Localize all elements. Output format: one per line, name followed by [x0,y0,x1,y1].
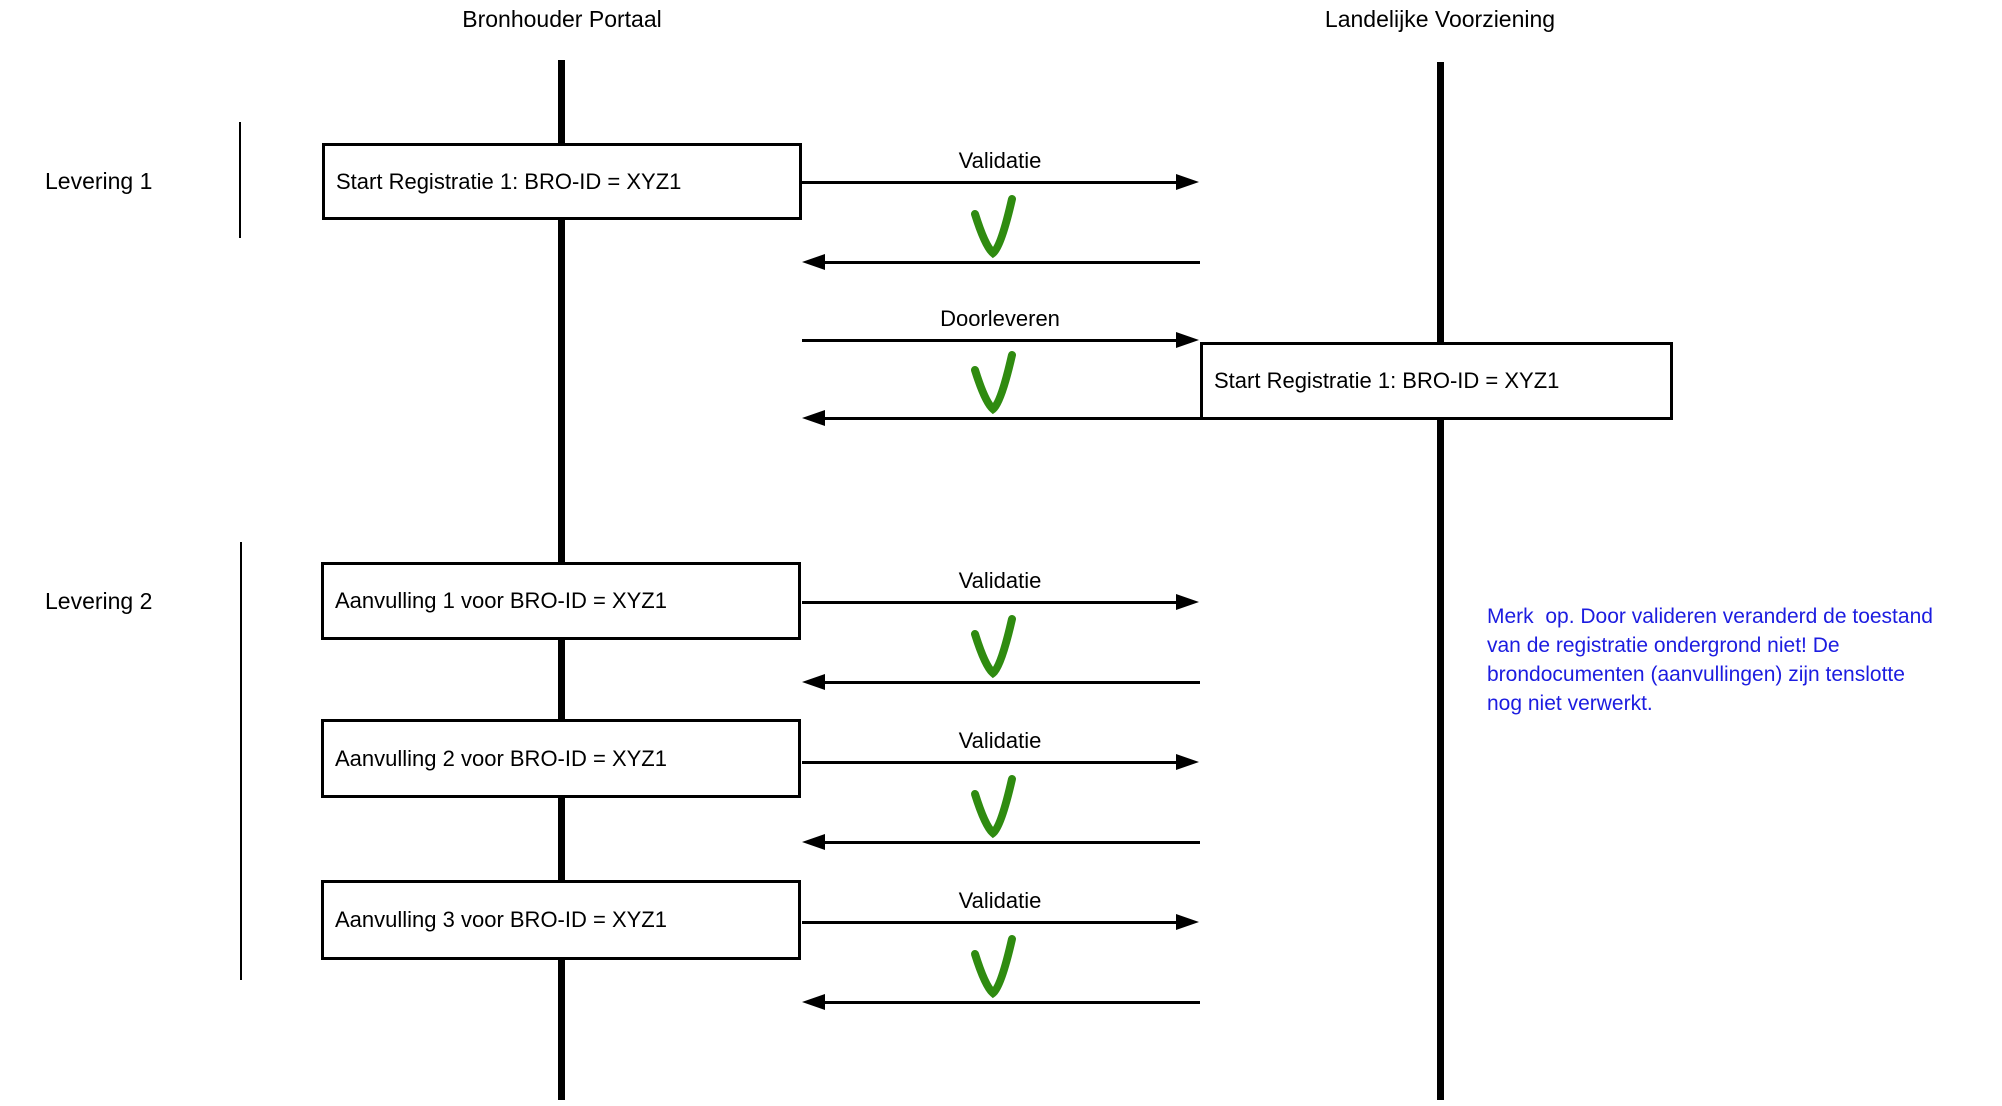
arrow-left-icon [802,254,825,270]
box-label: Start Registratie 1: BRO-ID = XYZ1 [336,168,682,194]
arrow-right-icon [1176,594,1199,610]
response-arrow-line [824,1001,1200,1004]
arrow-left-icon [802,994,825,1010]
lifeline-landelijke-voorziening [1437,62,1444,1100]
request-arrow-line [802,761,1180,764]
response-arrow-line [824,841,1200,844]
check-icon [971,775,1016,839]
annotation-note: Merk op. Door valideren veranderd de toe… [1487,605,1933,715]
box-label: Aanvulling 1 voor BRO-ID = XYZ1 [335,588,667,613]
message-label-validatie-3: Validatie [958,728,1042,753]
box-label: Aanvulling 3 voor BRO-ID = XYZ1 [335,907,667,932]
request-arrow-line [802,181,1180,184]
check-icon [971,935,1016,999]
request-arrow-line [802,921,1180,924]
response-arrow-line [824,417,1200,420]
message-label-doorleveren: Doorleveren [940,306,1060,331]
group-label-levering-1: Levering 1 [45,168,153,194]
arrow-left-icon [802,834,825,850]
check-icon [971,351,1016,415]
lane-header-landelijke-voorziening: Landelijke Voorziening [1324,6,1556,32]
message-label-validatie-1: Validatie [958,148,1042,173]
box-aanvulling-1: Aanvulling 1 voor BRO-ID = XYZ1 [321,562,801,640]
group-bracket-levering-1 [239,122,241,238]
group-label-levering-2: Levering 2 [45,588,153,614]
arrow-right-icon [1176,332,1199,348]
box-aanvulling-3: Aanvulling 3 voor BRO-ID = XYZ1 [321,880,801,960]
request-arrow-line [802,601,1180,604]
box-label: Aanvulling 2 voor BRO-ID = XYZ1 [335,745,667,771]
group-bracket-levering-2 [240,542,242,980]
arrow-left-icon [802,410,825,426]
response-arrow-line [824,681,1200,684]
message-label-validatie-2: Validatie [958,568,1042,593]
message-label-validatie-4: Validatie [958,888,1042,913]
arrow-right-icon [1176,174,1199,190]
response-arrow-line [824,261,1200,264]
arrow-right-icon [1176,914,1199,930]
request-arrow-line [802,339,1180,342]
arrow-right-icon [1176,754,1199,770]
check-icon [971,615,1016,679]
box-start-registratie-bronhouder: Start Registratie 1: BRO-ID = XYZ1 [322,143,802,220]
lane-header-bronhouder-portaal: Bronhouder Portaal [462,6,662,32]
check-icon [971,195,1016,259]
box-aanvulling-2: Aanvulling 2 voor BRO-ID = XYZ1 [321,719,801,798]
box-start-registratie-landelijke-voorziening: Start Registratie 1: BRO-ID = XYZ1 [1200,342,1673,420]
arrow-left-icon [802,674,825,690]
box-label: Start Registratie 1: BRO-ID = XYZ1 [1214,368,1560,393]
